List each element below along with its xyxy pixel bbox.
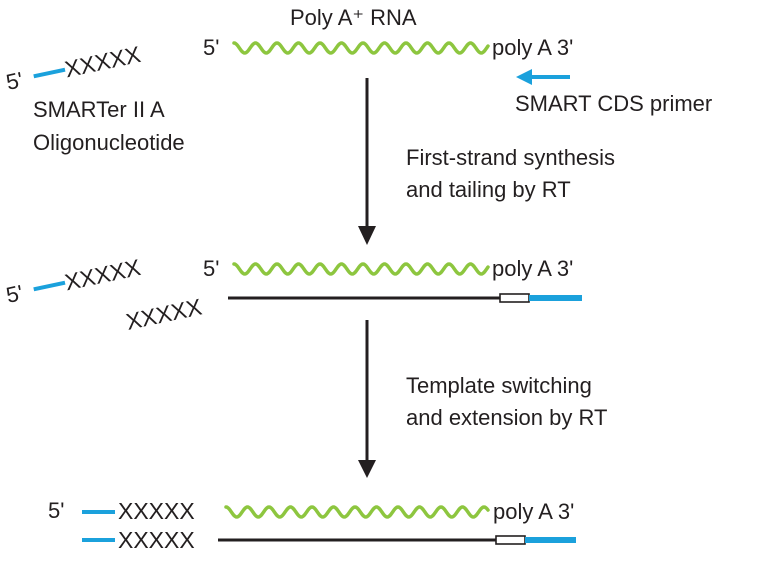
- step3-bottom-x: XXXXX: [118, 527, 195, 553]
- step2-poly-a-label: poly A 3': [492, 256, 573, 281]
- cds-primer-arrowhead: [516, 69, 532, 85]
- step2-first-strand-x: XXXXX: [124, 294, 204, 335]
- oligo-dt-anchor-box: [499, 293, 530, 303]
- rna-wave-1: [232, 41, 490, 55]
- rna-wave-2: [232, 262, 490, 276]
- cds-primer-label: SMART CDS primer: [515, 91, 712, 116]
- step2-rna-five-prime: 5': [203, 256, 219, 281]
- rna-title: Poly A⁺ RNA: [290, 5, 417, 30]
- arrow2-group: Template switching and extension by RT: [358, 320, 607, 478]
- step3-top-x: XXXXX: [118, 498, 195, 524]
- arrow2-head: [358, 460, 376, 478]
- arrow1-group: First-strand synthesis and tailing by RT: [358, 78, 615, 245]
- step2-oligo: 5' XXXXX: [4, 254, 143, 308]
- arrow1-head: [358, 226, 376, 245]
- arrow2-label-line2: and extension by RT: [406, 405, 607, 430]
- arrow2-label-line1: Template switching: [406, 373, 592, 398]
- arrow1-label-line1: First-strand synthesis: [406, 145, 615, 170]
- rna-five-prime-label: 5': [203, 35, 219, 60]
- step1-oligo: 5' XXXXX: [4, 41, 143, 95]
- step3-group: 5' XXXXX poly A 3' XXXXX: [48, 498, 576, 553]
- step2-tail-x: XXXXX: [124, 294, 204, 335]
- rna-poly-a-label: poly A 3': [492, 35, 573, 60]
- oligo-name-line2: Oligonucleotide: [33, 130, 185, 155]
- step2-oligo-blue-segment: [33, 280, 66, 292]
- step3-poly-a-label: poly A 3': [493, 499, 574, 524]
- arrow1-label-line2: and tailing by RT: [406, 177, 571, 202]
- oligo-name-line1: SMARTer II A: [33, 97, 165, 122]
- step2-oligo-x-tail: XXXXX: [62, 254, 142, 295]
- oligo-blue-segment: [33, 67, 66, 79]
- step2-group: 5' XXXXX 5' poly A 3' XXXXX: [4, 254, 582, 335]
- rna-wave-3: [224, 505, 490, 519]
- step2-oligo-five-prime: 5': [4, 280, 25, 308]
- oligo-x-tail: XXXXX: [62, 41, 142, 82]
- step1-group: 5' XXXXX SMARTer II A Oligonucleotide Po…: [4, 5, 712, 155]
- step3-anchor-box: [495, 535, 526, 545]
- oligo-five-prime-label: 5': [4, 67, 25, 95]
- step3-five-prime: 5': [48, 498, 64, 523]
